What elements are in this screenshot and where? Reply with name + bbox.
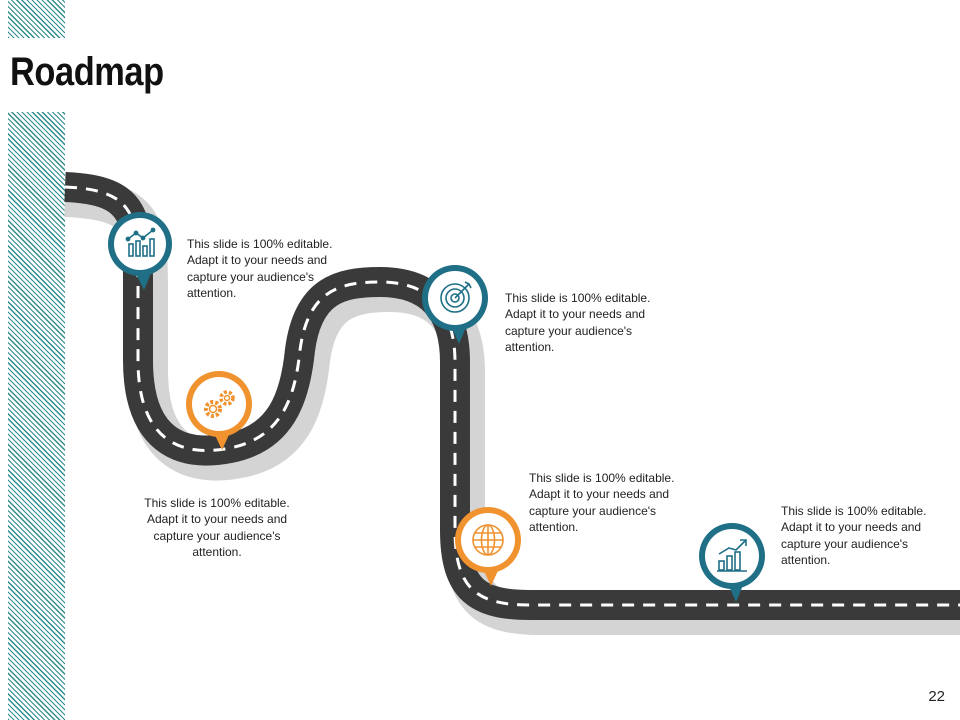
gears-icon: [204, 390, 235, 418]
milestone-5-pin: [699, 523, 765, 602]
page-number: 22: [928, 688, 945, 705]
milestone-4-pin: [455, 507, 521, 586]
slide-title: Roadmap: [10, 50, 164, 94]
milestone-2-description: This slide is 100% editable. Adapt it to…: [144, 496, 290, 559]
bar-chart-arrow-icon: [717, 539, 747, 572]
milestone-3-description: This slide is 100% editable. Adapt it to…: [505, 291, 651, 354]
milestone-5-description: This slide is 100% editable. Adapt it to…: [781, 504, 927, 567]
milestone-1-pin: [108, 212, 172, 290]
milestone-2-pin: [186, 371, 252, 450]
target-icon: [440, 281, 472, 313]
decorative-stripe-top: [8, 0, 65, 38]
milestone-3-pin: [422, 265, 488, 344]
globe-icon: [472, 524, 504, 556]
milestone-1-description: This slide is 100% editable. Adapt it to…: [187, 237, 333, 300]
road-lane-markings: [64, 185, 960, 607]
milestone-4-description: This slide is 100% editable. Adapt it to…: [529, 471, 675, 534]
chart-growth-icon: [125, 227, 156, 257]
decorative-stripe-side: [8, 112, 65, 720]
road: [63, 172, 960, 635]
